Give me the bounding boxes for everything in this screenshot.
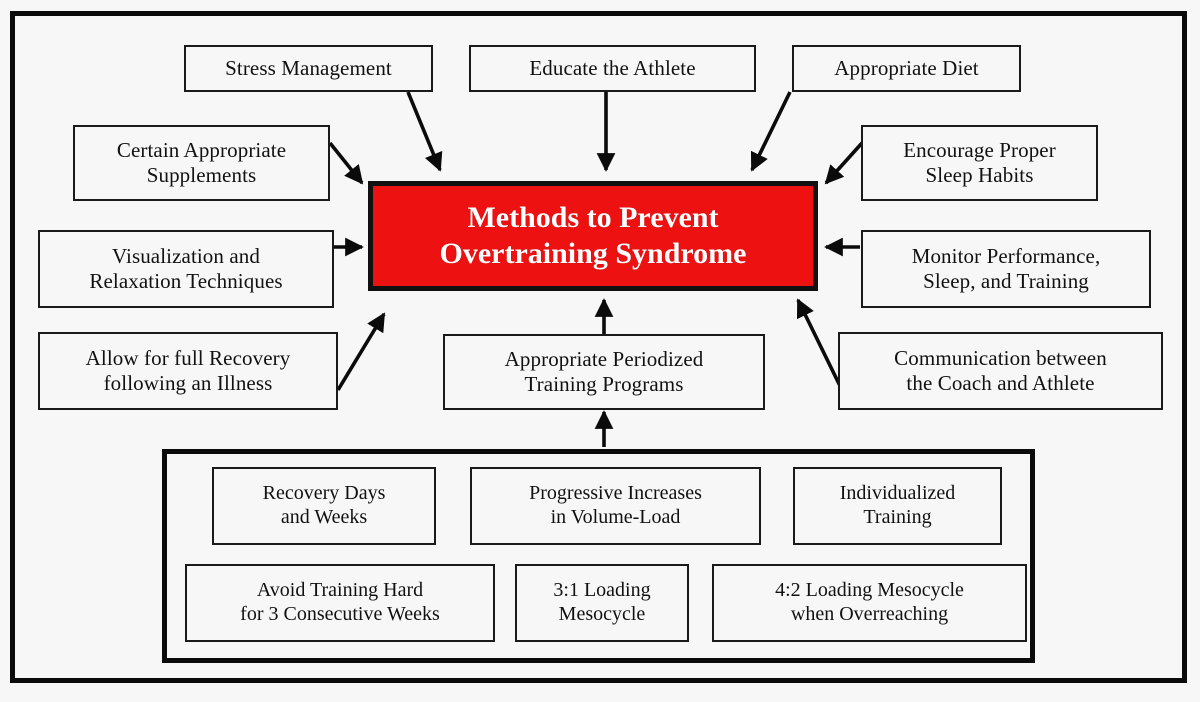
center-node-label: Methods to Prevent Overtraining Syndrome [439, 201, 747, 270]
node-stress-management: Stress Management [184, 45, 433, 92]
node-appropriate-periodized-training-programs: Appropriate Periodized Training Programs [443, 334, 765, 410]
node-individualized-training: Individualized Training [793, 467, 1002, 545]
node-avoid-training-hard-for-3-consecutive-weeks: Avoid Training Hard for 3 Consecutive We… [185, 564, 495, 642]
node-label: Encourage Proper Sleep Habits [903, 138, 1056, 187]
node-label: Communication between the Coach and Athl… [894, 346, 1107, 395]
center-node-methods-to-prevent-overtraining-syndrome: Methods to Prevent Overtraining Syndrome [368, 181, 818, 291]
node-label: Certain Appropriate Supplements [116, 138, 287, 187]
node-3-1-loading-mesocycle: 3:1 Loading Mesocycle [515, 564, 689, 642]
node-communication-between-the-coach-and-athlete: Communication between the Coach and Athl… [838, 332, 1163, 410]
node-label: Recovery Days and Weeks [262, 482, 386, 528]
node-educate-the-athlete: Educate the Athlete [469, 45, 756, 92]
node-monitor-performance-sleep-and-training: Monitor Performance, Sleep, and Training [861, 230, 1151, 308]
node-label: Educate the Athlete [529, 56, 696, 81]
node-label: Appropriate Diet [834, 56, 979, 81]
node-encourage-proper-sleep-habits: Encourage Proper Sleep Habits [861, 125, 1098, 201]
node-progressive-increases-in-volume-load: Progressive Increases in Volume-Load [470, 467, 761, 545]
periodization-group-container: Recovery Days and Weeks Progressive Incr… [162, 449, 1035, 663]
node-label: Individualized Training [839, 482, 956, 528]
node-recovery-days-and-weeks: Recovery Days and Weeks [212, 467, 436, 545]
node-label: Allow for full Recovery following an Ill… [85, 346, 291, 395]
node-label: Visualization and Relaxation Techniques [89, 244, 283, 293]
node-allow-for-full-recovery-following-an-illness: Allow for full Recovery following an Ill… [38, 332, 338, 410]
node-label: Monitor Performance, Sleep, and Training [911, 244, 1101, 293]
node-4-2-loading-mesocycle-when-overreaching: 4:2 Loading Mesocycle when Overreaching [712, 564, 1027, 642]
node-label: Progressive Increases in Volume-Load [529, 482, 702, 528]
node-label: Stress Management [225, 56, 392, 81]
node-label: 3:1 Loading Mesocycle [553, 579, 651, 625]
node-visualization-and-relaxation-techniques: Visualization and Relaxation Techniques [38, 230, 334, 308]
node-label: Avoid Training Hard for 3 Consecutive We… [240, 579, 440, 625]
node-label: Appropriate Periodized Training Programs [504, 347, 704, 396]
node-label: 4:2 Loading Mesocycle when Overreaching [775, 579, 964, 625]
node-appropriate-diet: Appropriate Diet [792, 45, 1021, 92]
node-certain-appropriate-supplements: Certain Appropriate Supplements [73, 125, 330, 201]
